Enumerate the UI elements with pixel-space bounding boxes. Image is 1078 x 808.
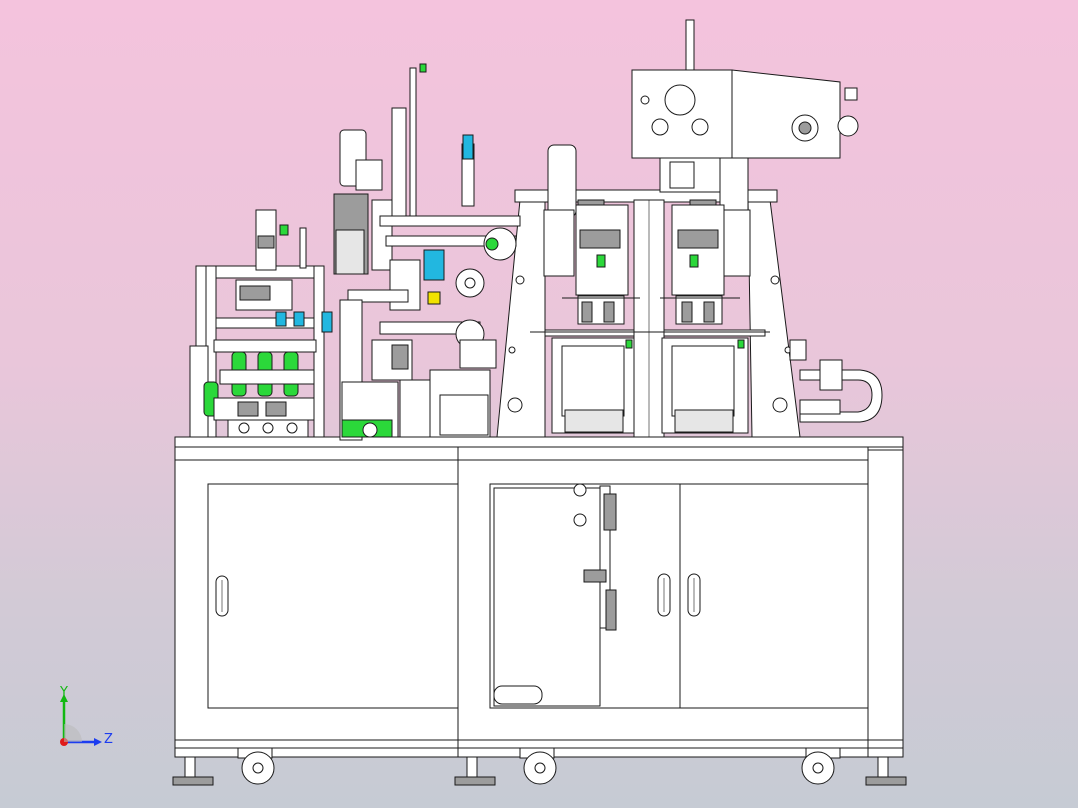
cabinet-door-right[interactable]	[679, 483, 869, 709]
press-frame	[496, 144, 801, 438]
axis-triad: Y Z	[52, 686, 122, 756]
middle-mechanism	[333, 63, 521, 441]
left-feeder-module	[189, 209, 333, 438]
press-fixtures	[551, 337, 749, 434]
casters	[237, 747, 841, 785]
z-axis-label: Z	[104, 732, 113, 747]
gearbox-motor	[631, 19, 859, 193]
press-head-right	[660, 204, 751, 325]
press-head-left	[530, 204, 770, 333]
y-axis-label: Y	[60, 685, 68, 700]
cabinet-door-center[interactable]	[489, 483, 681, 709]
cabinet-door-left[interactable]	[207, 483, 459, 709]
leveling-feet	[172, 756, 907, 786]
side-piping	[789, 339, 883, 423]
